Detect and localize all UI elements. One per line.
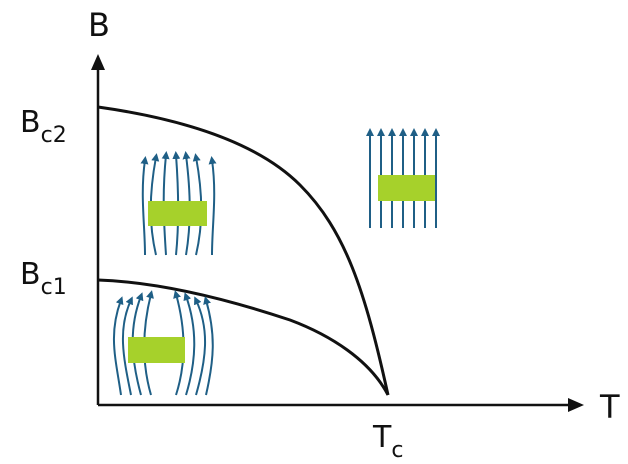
field-line bbox=[208, 156, 217, 256]
field-line bbox=[121, 296, 133, 396]
bc1-label: Bc1 bbox=[20, 257, 67, 300]
tc-sub: c bbox=[391, 438, 403, 463]
x-axis-arrow bbox=[568, 398, 584, 412]
mixed-sample bbox=[148, 201, 207, 226]
x-axis-label: T bbox=[599, 388, 620, 426]
field-line bbox=[140, 156, 149, 256]
field-line bbox=[203, 296, 214, 396]
axes bbox=[96, 70, 570, 407]
bc1-main: B bbox=[20, 257, 41, 292]
field-line bbox=[112, 296, 124, 396]
bc1-sub: c1 bbox=[41, 275, 67, 300]
bc2-label: Bc2 bbox=[20, 105, 67, 148]
bc2-sub: c2 bbox=[41, 123, 67, 148]
tc-main: T bbox=[372, 420, 392, 455]
normal-sample bbox=[378, 175, 435, 201]
bc2-curve bbox=[97, 105, 390, 396]
tc-label: Tc bbox=[372, 420, 403, 463]
bc2-main: B bbox=[20, 105, 41, 140]
y-axis-label: B bbox=[88, 6, 110, 44]
field-line bbox=[183, 292, 196, 396]
bc1-curve bbox=[97, 278, 390, 396]
meissner-sample bbox=[128, 337, 185, 363]
field-line bbox=[194, 296, 206, 396]
y-axis-arrow bbox=[91, 54, 105, 70]
